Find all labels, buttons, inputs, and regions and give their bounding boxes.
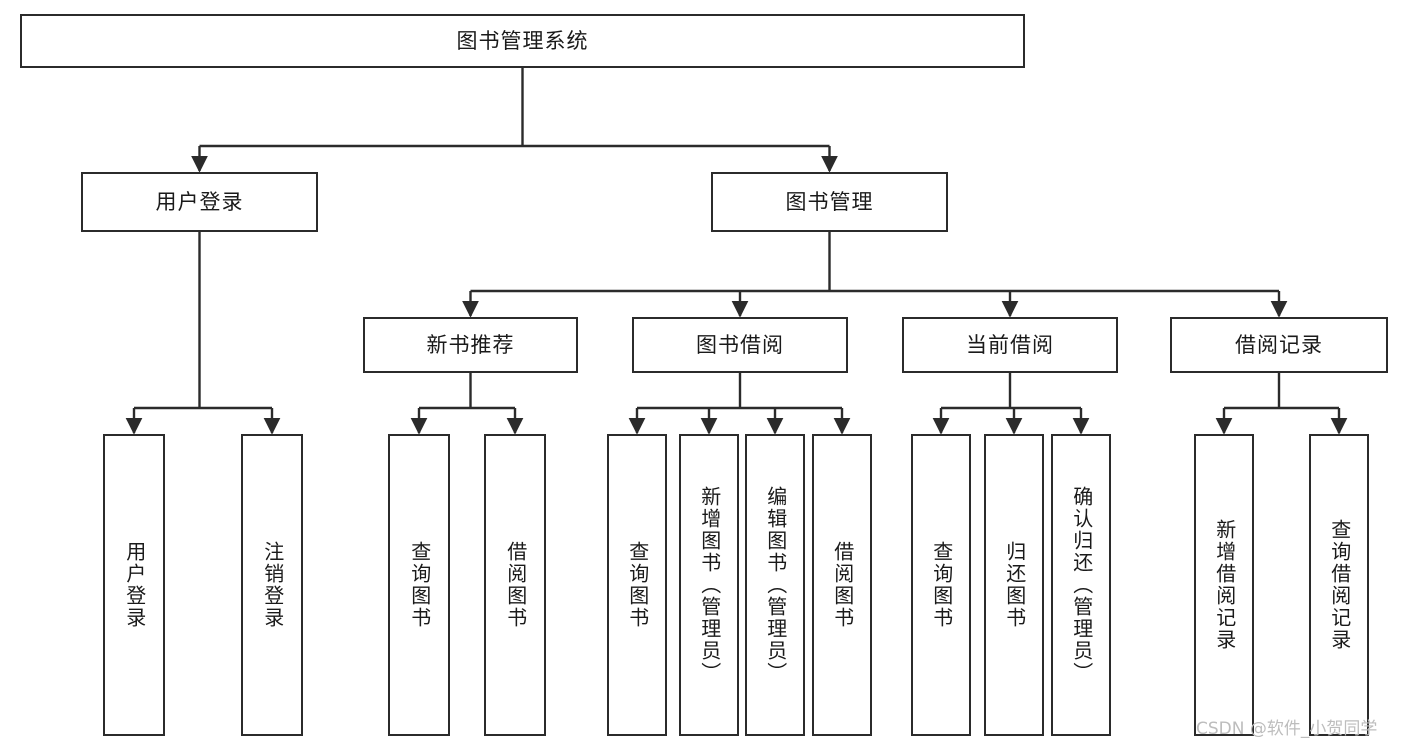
connector-bus-root [199,68,830,148]
node-label: 当前借阅 [966,332,1054,357]
node-leaf-new-1[interactable]: 查询图书 [388,434,450,736]
connector-bus-borrow [637,373,842,410]
node-label: 借阅图书 [830,541,855,629]
connector-bus-current [941,373,1081,410]
node-label: 图书借阅 [696,332,784,357]
node-label: 归还图书 [1002,541,1027,629]
node-label: 新增借阅记录 [1212,519,1237,651]
node-leaf-login-2[interactable]: 注销登录 [241,434,303,736]
node-leaf-bor-3[interactable]: 编辑图书（管理员） [745,434,805,736]
connector-bus-newbook [419,373,515,410]
node-label: 确认归还（管理员） [1069,486,1094,684]
node-current[interactable]: 当前借阅 [902,317,1118,373]
node-label: 新书推荐 [426,332,515,357]
node-label: 用户登录 [122,541,147,629]
connector-bus-bookmgmt [470,232,1279,293]
node-leaf-login-1[interactable]: 用户登录 [103,434,165,736]
csdn-watermark: CSDN @软件_小贺同学 [1196,719,1378,739]
node-leaf-bor-2[interactable]: 新增图书（管理员） [679,434,739,736]
node-label: 注销登录 [260,541,285,629]
node-label: 新增图书（管理员） [697,486,722,684]
node-leaf-bor-1[interactable]: 查询图书 [607,434,667,736]
node-leaf-bor-4[interactable]: 借阅图书 [812,434,872,736]
node-label: 查询图书 [625,541,650,629]
node-leaf-cur-2[interactable]: 归还图书 [984,434,1044,736]
node-label: 借阅图书 [503,541,528,629]
node-leaf-rec-2[interactable]: 查询借阅记录 [1309,434,1369,736]
node-label: 用户登录 [155,189,244,214]
node-label: 查询图书 [407,541,432,629]
node-label: 图书管理 [785,189,874,214]
node-leaf-cur-3[interactable]: 确认归还（管理员） [1051,434,1111,736]
node-leaf-new-2[interactable]: 借阅图书 [484,434,546,736]
node-leaf-rec-1[interactable]: 新增借阅记录 [1194,434,1254,736]
node-label: 查询借阅记录 [1327,519,1352,651]
connector-bus-records [1224,373,1339,410]
node-records[interactable]: 借阅记录 [1170,317,1388,373]
node-leaf-cur-1[interactable]: 查询图书 [911,434,971,736]
node-newbook[interactable]: 新书推荐 [363,317,578,373]
node-bookmgmt[interactable]: 图书管理 [711,172,948,232]
connector-bus-login [134,232,272,410]
node-login[interactable]: 用户登录 [81,172,318,232]
node-label: 图书管理系统 [456,28,589,53]
node-label: 借阅记录 [1235,332,1323,357]
node-label: 查询图书 [929,541,954,629]
node-borrow[interactable]: 图书借阅 [632,317,848,373]
node-label: 编辑图书（管理员） [763,486,788,684]
node-root[interactable]: 图书管理系统 [20,14,1025,68]
